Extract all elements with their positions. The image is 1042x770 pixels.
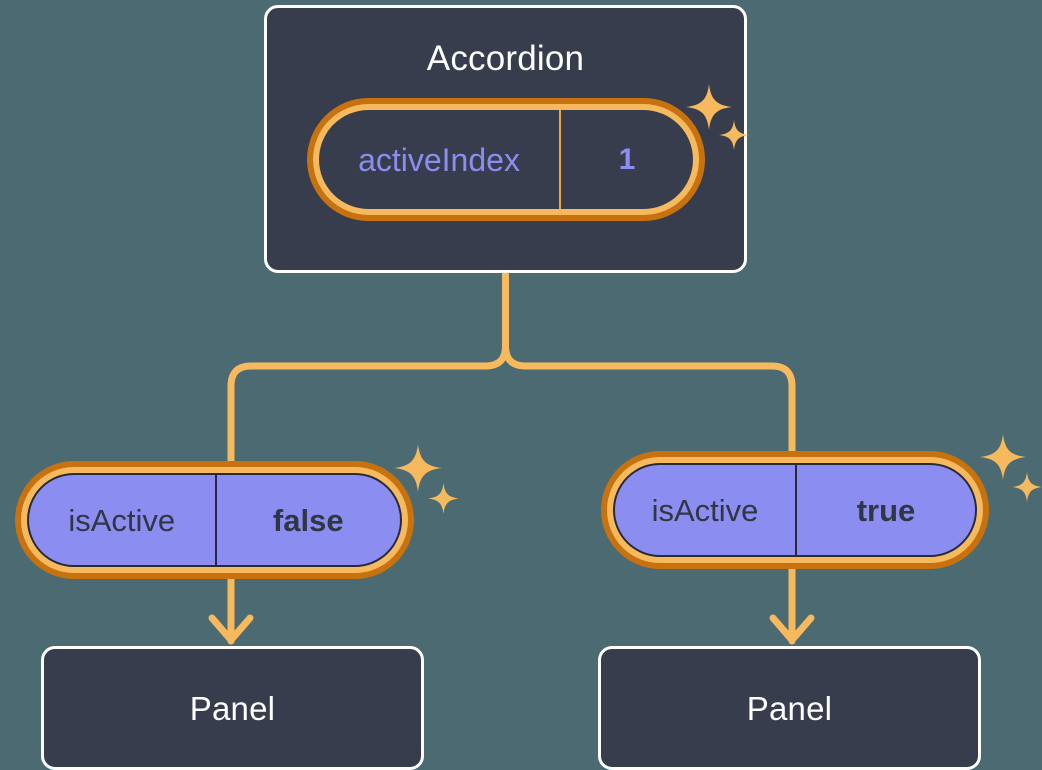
- edge-accordion-to-left-pill: [227, 269, 509, 466]
- state-pill-is-active-right[interactable]: isActive true: [601, 451, 989, 569]
- pill-ring-inner: isActive false: [21, 467, 408, 573]
- component-title: Panel: [746, 689, 833, 727]
- state-value-label: true: [795, 465, 975, 555]
- arrow-down-icon-left: [208, 614, 254, 644]
- pill-body: isActive false: [27, 473, 402, 567]
- component-node-panel-right[interactable]: Panel: [598, 646, 981, 770]
- arrow-down-icon-right: [769, 614, 815, 644]
- sparkle-group-right-pill: [980, 434, 1042, 512]
- edge-accordion-to-right-pill: [502, 269, 796, 458]
- state-key-label: activeIndex: [358, 141, 520, 178]
- state-value-label: 1: [559, 110, 693, 209]
- state-key-label: isActive: [651, 492, 759, 528]
- state-key-label: isActive: [68, 502, 176, 538]
- state-pill-active-index[interactable]: activeIndex 1: [307, 98, 705, 221]
- pill-ring-inner: activeIndex 1: [313, 104, 699, 215]
- component-node-panel-left[interactable]: Panel: [41, 646, 424, 770]
- pill-ring-inner: isActive true: [607, 457, 983, 563]
- sparkle-icon: [428, 483, 459, 514]
- component-title: Panel: [189, 689, 276, 727]
- component-title: Accordion: [426, 39, 585, 78]
- state-value-label: false: [214, 475, 401, 565]
- state-pill-is-active-left[interactable]: isActive false: [15, 461, 414, 579]
- pill-body: activeIndex 1: [319, 110, 693, 209]
- sparkle-icon: [980, 434, 1026, 480]
- pill-body: isActive true: [613, 463, 977, 557]
- sparkle-icon: [1012, 472, 1042, 502]
